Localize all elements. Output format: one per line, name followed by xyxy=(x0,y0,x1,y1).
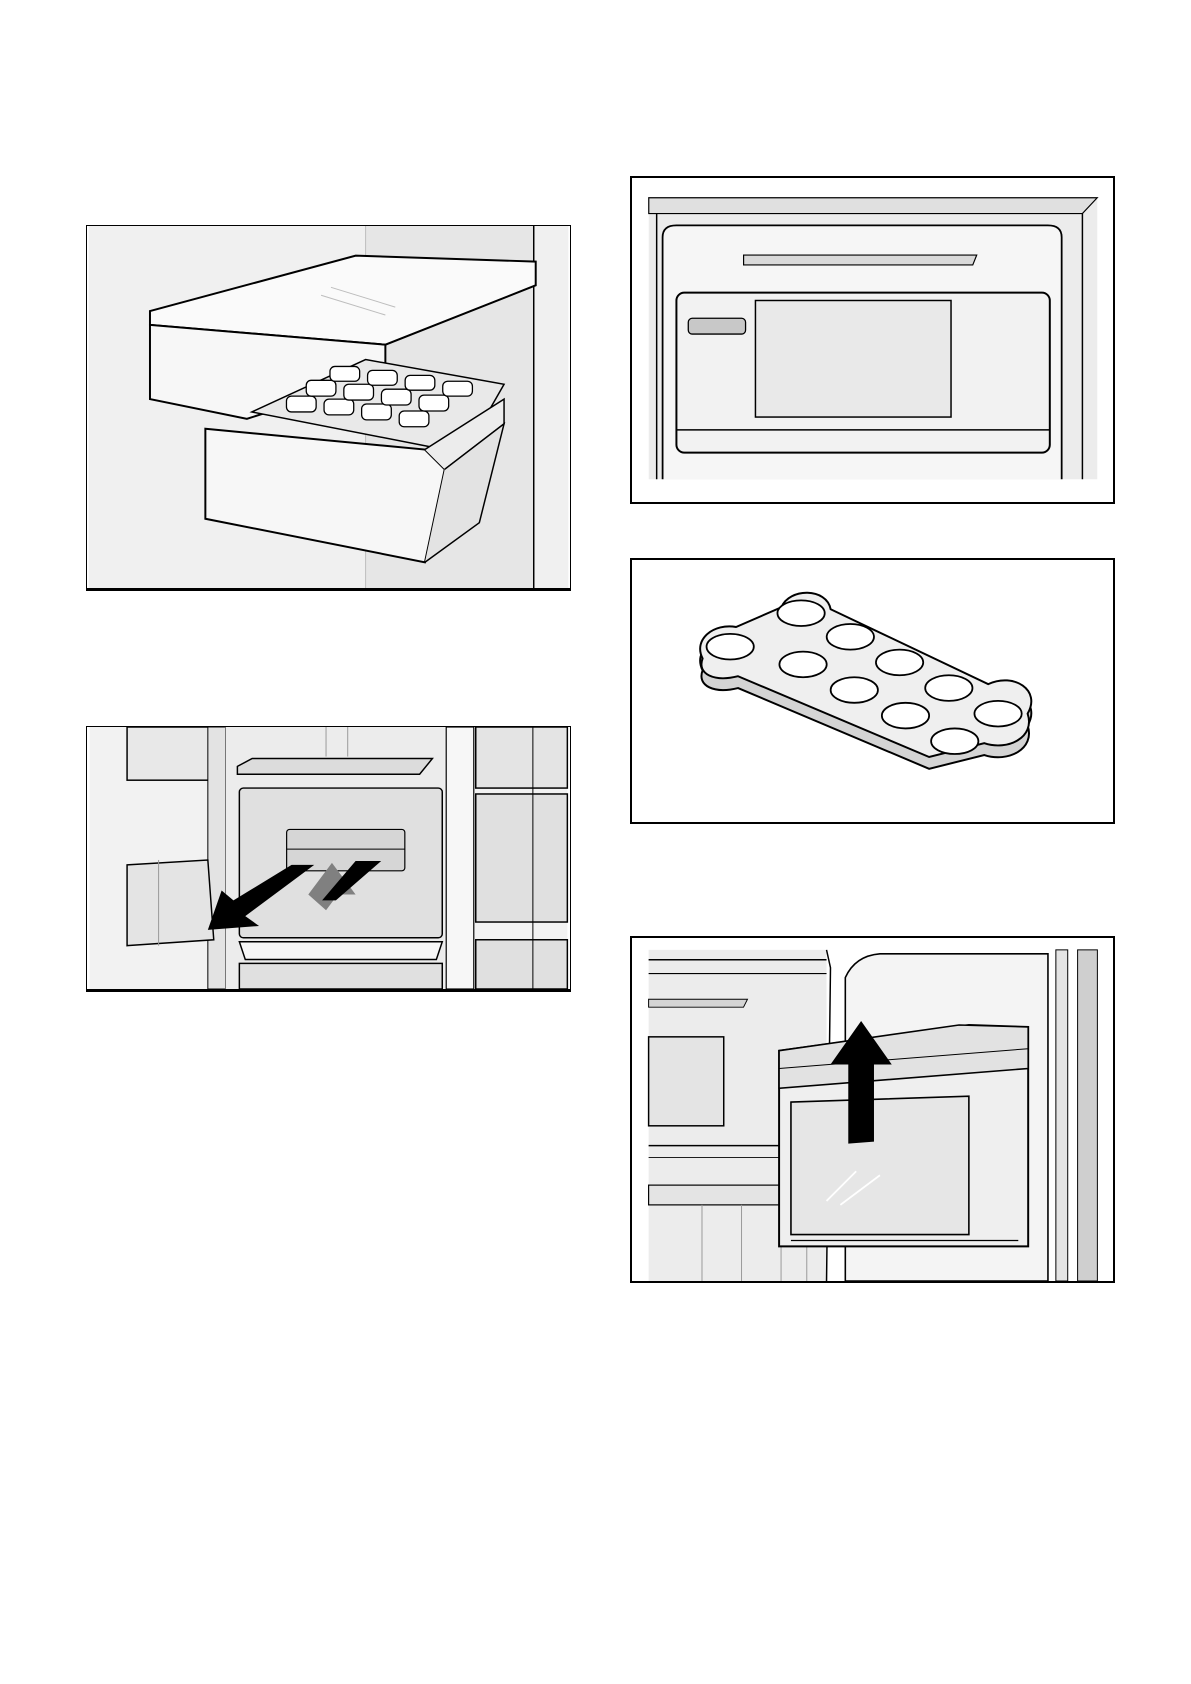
freezer-compartment-illustration xyxy=(632,178,1113,502)
egg-tray-illustration xyxy=(632,560,1113,822)
ice-cube-tray-illustration xyxy=(87,226,570,588)
figure-freezer-interior xyxy=(630,176,1115,504)
figure-door-shelf-removal xyxy=(630,936,1115,1283)
figure-egg-tray xyxy=(630,558,1115,824)
door-shelf-removal-illustration xyxy=(632,938,1113,1281)
drawer-removal-illustration xyxy=(87,727,570,989)
figure-ice-cube-tray xyxy=(86,225,571,591)
figure-drawer-removal xyxy=(86,726,571,992)
